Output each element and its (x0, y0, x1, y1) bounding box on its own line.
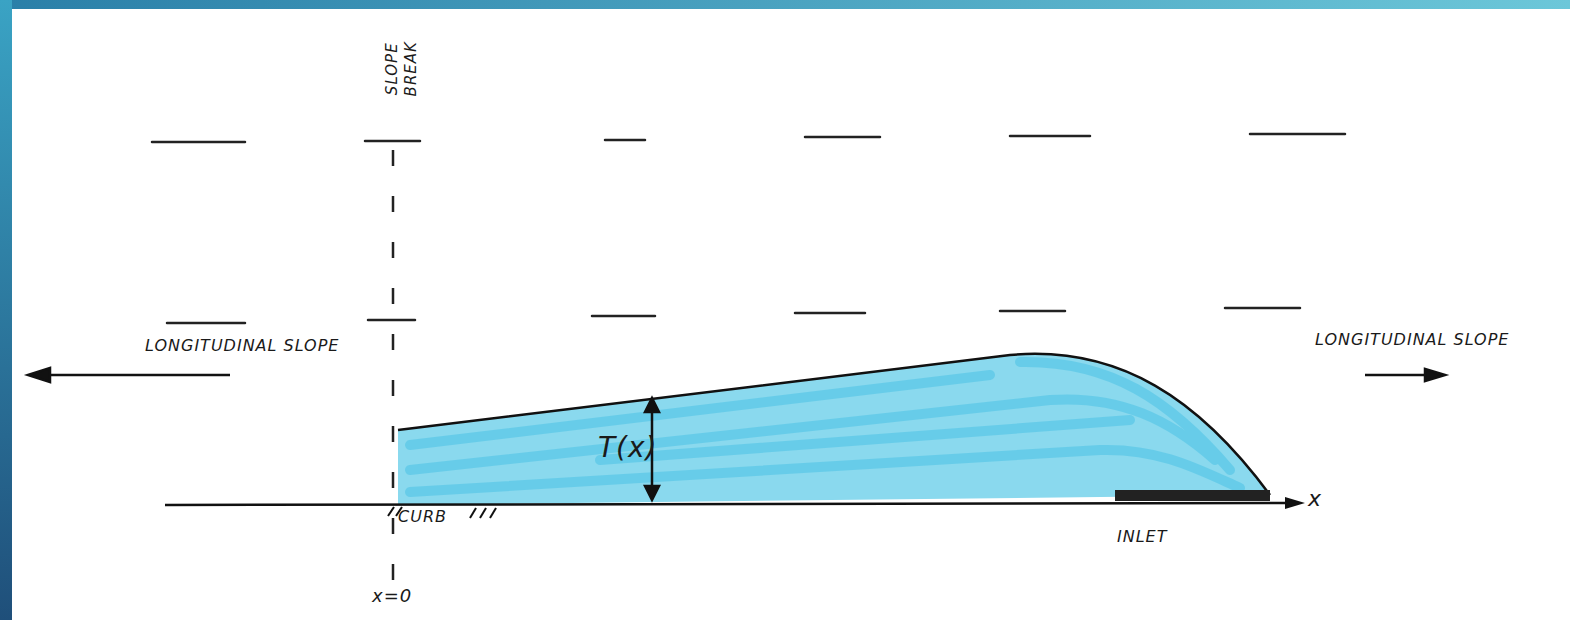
inlet-grate (1115, 490, 1270, 501)
axis-label: x (1308, 485, 1338, 513)
longitudinal-slope-arrows (28, 368, 1445, 382)
origin-label: x=0 (372, 585, 452, 608)
frame-left (0, 0, 12, 620)
slope-break-label: SLOPE BREAK (383, 19, 421, 119)
slope-direction-label: LONGITUDINAL SLOPE (145, 336, 345, 356)
spread-dimension-label: T(x) (598, 430, 728, 465)
frame-top (0, 0, 1570, 9)
inlet-label: INLET (1117, 527, 1217, 547)
water-spread (398, 354, 1270, 505)
slope-direction-label: LONGITUDINAL SLOPE (1315, 330, 1525, 350)
curb-label: CURB (398, 507, 498, 527)
slope-break-line (392, 150, 395, 580)
lane-lines (152, 134, 1345, 323)
